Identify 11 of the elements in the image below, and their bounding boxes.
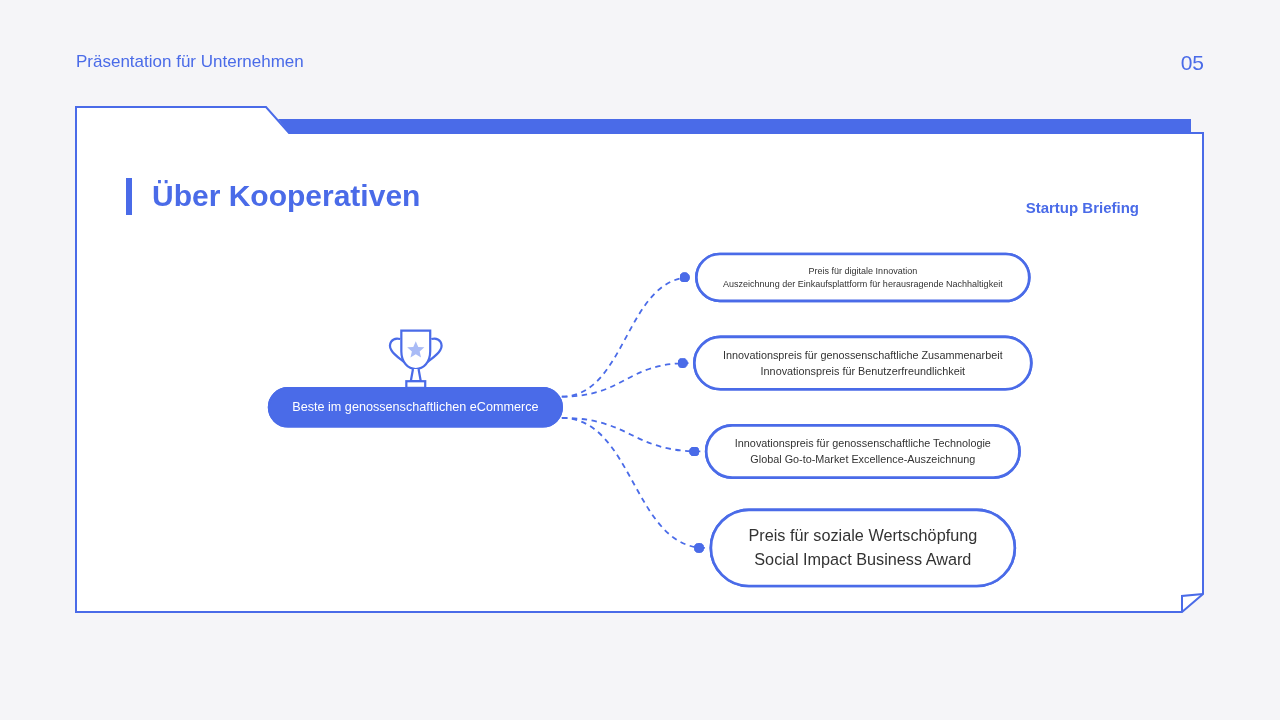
dashed-connector: [560, 357, 690, 398]
dashed-connector: [560, 417, 706, 553]
award-text: Innovationspreis für genossenschaftliche Technologie Global Go-to-Market Excellence-Auszeichnung: [734, 436, 991, 468]
award-text: Preis für soziale Wertschöpfung Social Impact Business Award: [748, 525, 978, 571]
award-text: Preis für digitale Innovation Auszeichnung der Einkaufsplattform für herausragende Nachhaltigkeit: [723, 264, 1003, 291]
header-text: Präsentation für Unternehmen: [76, 52, 304, 72]
hub-text: Beste im genossenschaftlichen eCommerce: [292, 398, 539, 417]
subtitle-text: Startup Briefing: [1025, 199, 1139, 216]
award-text: Innovationspreis für genossenschaftliche Zusammenarbeit Innovationspreis für Benutzerfreundlichkeit: [723, 347, 1003, 380]
slide-title: Über Kooperativen: [152, 178, 421, 214]
page-number: 05: [1180, 51, 1204, 75]
